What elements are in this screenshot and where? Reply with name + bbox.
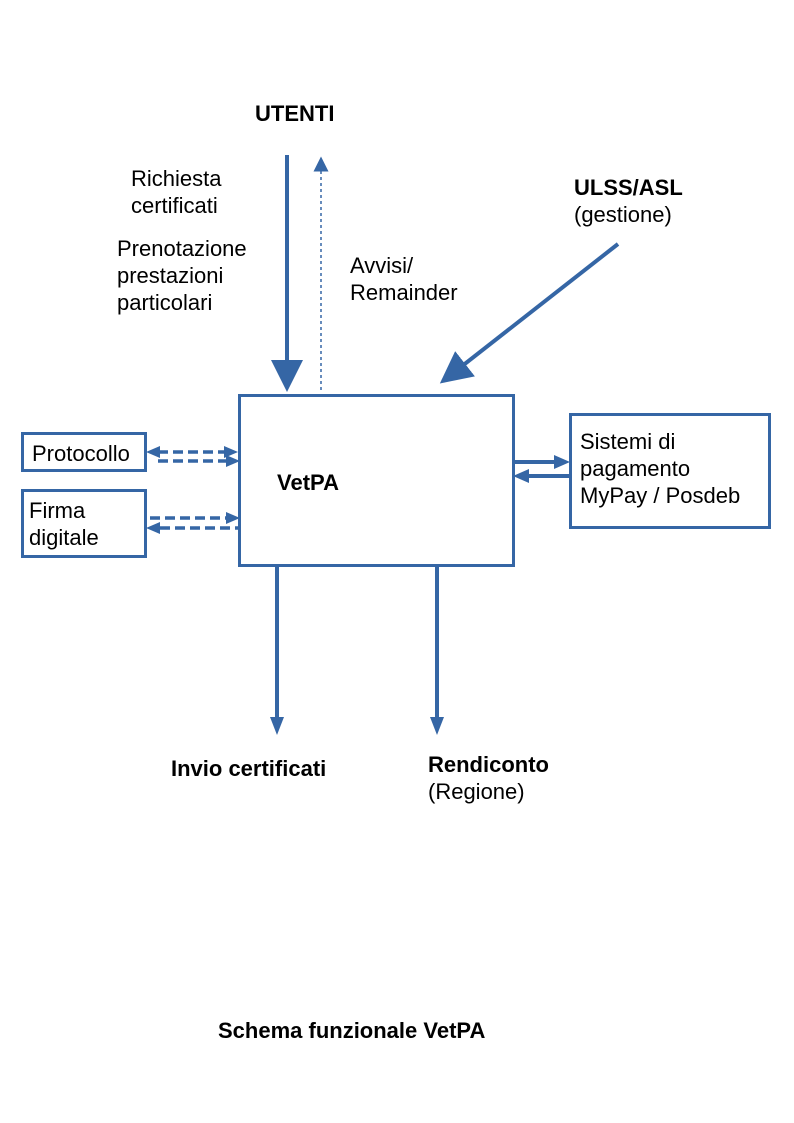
diagram-caption: Schema funzionale VetPA	[218, 1018, 486, 1043]
label-richiesta-line2: certificati	[131, 193, 218, 218]
arrowhead-firma-left	[146, 522, 160, 534]
node-rendiconto-title: Rendiconto	[428, 752, 549, 777]
node-vetpa-label: VetPA	[277, 470, 339, 495]
label-richiesta-line1: Richiesta	[131, 166, 222, 191]
node-ulss-subtitle: (gestione)	[574, 202, 672, 227]
arrowhead-protocollo-left	[146, 446, 160, 458]
node-invio-certificati: Invio certificati	[171, 756, 327, 781]
node-ulss-title: ULSS/ASL	[574, 175, 683, 200]
arrowhead-protocollo-right	[226, 455, 240, 467]
node-pagamento-box: Sistemi di pagamento MyPay / Posdeb	[569, 413, 771, 529]
node-pagamento-line1: Sistemi di	[580, 429, 676, 454]
node-rendiconto-subtitle: (Regione)	[428, 779, 525, 804]
node-pagamento-line3: MyPay / Posdeb	[580, 483, 741, 508]
label-avvisi-line2: Remainder	[350, 280, 458, 305]
arrowhead-firma-right	[226, 512, 240, 524]
arrowhead-rendiconto	[430, 717, 444, 735]
label-prenotazione-line3: particolari	[117, 290, 213, 315]
node-firma-line2: digitale	[29, 525, 99, 550]
arrow-ulss-to-vetpa	[439, 242, 620, 384]
node-pagamento-line2: pagamento	[580, 456, 691, 481]
arrowhead-pagamento-left	[513, 469, 529, 483]
node-firma-line1: Firma	[29, 498, 86, 523]
label-avvisi-line1: Avvisi/	[350, 253, 414, 278]
arrowhead-protocollo-to-vetpa	[224, 446, 238, 458]
arrowhead-pagamento-right	[554, 455, 570, 469]
node-protocollo-box: Protocollo	[21, 432, 147, 472]
label-prenotazione-line1: Prenotazione	[117, 236, 247, 261]
node-protocollo-label: Protocollo	[32, 441, 130, 466]
node-utenti: UTENTI	[255, 101, 335, 126]
node-vetpa-box: VetPA	[238, 394, 515, 567]
node-firma-box: Firma digitale	[21, 489, 147, 558]
label-prenotazione-line2: prestazioni	[117, 263, 224, 288]
arrowhead-invio	[270, 717, 284, 735]
